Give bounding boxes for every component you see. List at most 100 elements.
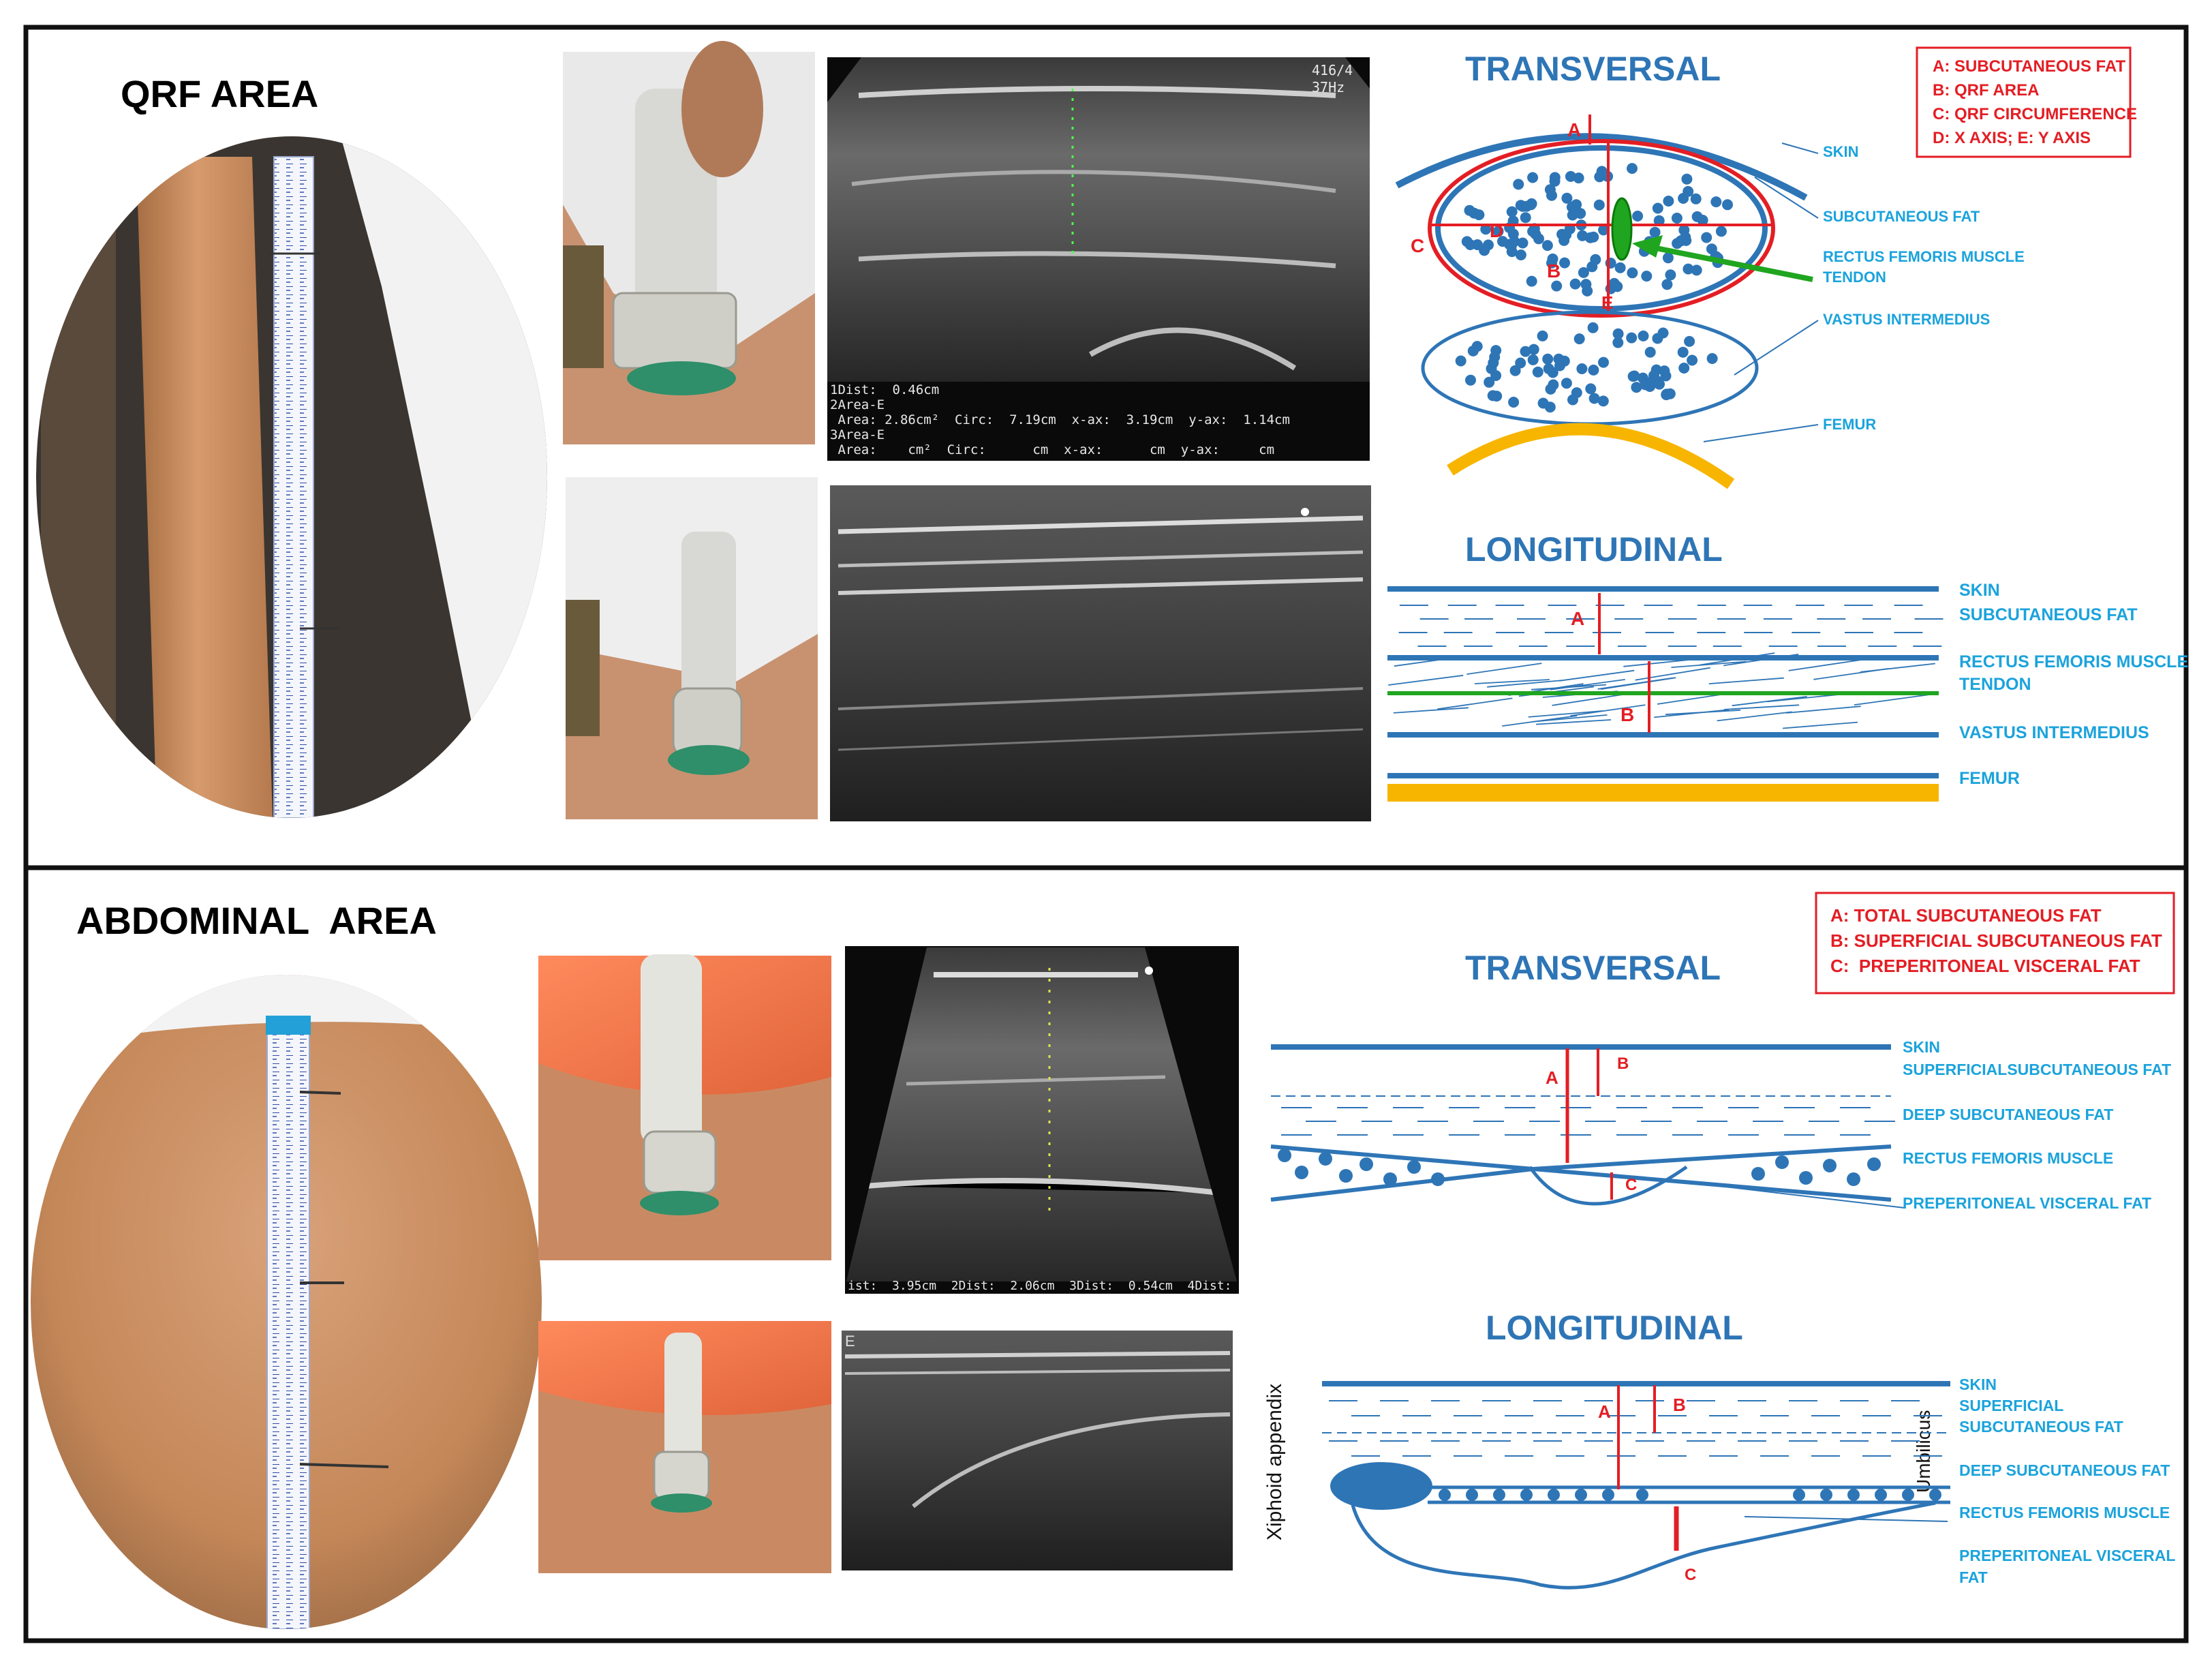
qrf-long-marker-a: A xyxy=(1571,608,1584,629)
schematic-dot xyxy=(1543,363,1554,374)
schematic-line xyxy=(1487,680,1563,688)
schematic-dot xyxy=(1561,192,1573,204)
abd-label-rectus: RECTUS FEMORIS MUSCLE xyxy=(1903,1149,2113,1167)
qrf-long-label-femur: FEMUR xyxy=(1959,769,2020,788)
schematic-dot xyxy=(1517,237,1529,249)
schematic-dot xyxy=(1680,231,1691,243)
schematic-dot xyxy=(1319,1152,1332,1166)
schematic-dot xyxy=(1654,378,1665,390)
qrf-long-label-tendon: TENDON xyxy=(1959,675,2031,694)
schematic-dot xyxy=(1577,230,1588,241)
xiphoid-oval xyxy=(1330,1462,1432,1510)
svg-text:37Hz: 37Hz xyxy=(1312,79,1345,95)
xiphoid-label: Xiphoid appendix xyxy=(1263,1384,1286,1540)
skin-arc xyxy=(1395,133,1808,201)
schematic-dot xyxy=(1799,1171,1813,1185)
schematic-dot xyxy=(1528,344,1539,355)
abd-long-rectus-dots xyxy=(1439,1489,1941,1501)
schematic-dot xyxy=(1632,211,1644,222)
abd-legend-a: A: TOTAL SUBCUTANEOUS FAT xyxy=(1830,905,2102,926)
schematic-dot xyxy=(1690,193,1702,204)
schematic-line xyxy=(1394,655,1470,667)
qrf-label-rectus: RECTUS FEMORIS MUSCLE xyxy=(1823,248,2025,265)
schematic-dot xyxy=(1278,1149,1291,1162)
abdomen-photo xyxy=(31,975,542,1629)
schematic-dot xyxy=(1644,346,1656,358)
schematic-dot xyxy=(1598,224,1610,236)
abdominal-longitudinal-diagram: LONGITUDINAL Xiphoid appendix Umbilicus … xyxy=(1263,1309,2175,1590)
schematic-dot xyxy=(1612,337,1624,348)
schematic-dot xyxy=(1339,1169,1353,1183)
abd-marker-c: C xyxy=(1625,1176,1637,1194)
schematic-dot xyxy=(1567,209,1578,221)
schematic-dot xyxy=(1549,172,1561,183)
qrf-legend-de: D: X AXIS; E: Y AXIS xyxy=(1933,129,2091,147)
schematic-dot xyxy=(1467,345,1479,356)
qrf-long-label-skin: SKIN xyxy=(1959,581,2000,600)
schematic-dot xyxy=(1561,229,1572,241)
outer-border xyxy=(23,25,2189,1643)
qrf-marker-d: D xyxy=(1490,220,1503,241)
schematic-dot xyxy=(1484,376,1495,388)
umbilicus-label: Umbilicus xyxy=(1913,1410,1934,1493)
femur-band xyxy=(1387,784,1939,802)
schematic-dot xyxy=(1706,353,1718,364)
schematic-dot xyxy=(1684,335,1695,347)
schematic-dot xyxy=(1360,1157,1373,1171)
abdominal-title: ABDOMINAL AREA xyxy=(76,899,437,942)
schematic-line xyxy=(1393,707,1469,714)
muscle-fibers xyxy=(1388,652,1936,729)
abd-long-label-prep2: FAT xyxy=(1959,1568,1988,1586)
schematic-dot xyxy=(1576,363,1588,374)
schematic-line xyxy=(1788,658,1864,671)
ultrasound-qrf-longitudinal xyxy=(830,485,1371,821)
schematic-dot xyxy=(1455,355,1466,367)
schematic-line xyxy=(1708,677,1784,684)
ultrasound-qrf-transversal: 416/4 37Hz 1Dist: 0.46cm 2Area-E Area: 2… xyxy=(827,57,1370,461)
us-readout-1: 1Dist: 0.46cm xyxy=(830,382,939,397)
abd-long-marker-c: C xyxy=(1685,1566,1696,1584)
schematic-line xyxy=(1388,674,1464,686)
qrf-transversal-diagram: TRANSVERSAL A: SUBCUTANEOUS FAT B: QRF A… xyxy=(1395,46,2137,489)
schematic-dot xyxy=(1847,1489,1860,1501)
schematic-dot xyxy=(1593,199,1605,211)
schematic-line xyxy=(1532,714,1608,723)
qrf-marker-e: E xyxy=(1601,292,1613,313)
schematic-dot xyxy=(1678,193,1689,204)
abd-long-label-deep: DEEP SUBCUTANEOUS FAT xyxy=(1959,1461,2170,1479)
us-long-glyph: E xyxy=(845,1333,855,1350)
qrf-longitudinal-title: LONGITUDINAL xyxy=(1465,530,1723,568)
schematic-line xyxy=(1437,697,1513,710)
schematic-dot xyxy=(1573,172,1584,184)
schematic-dot xyxy=(1627,267,1638,279)
schematic-dot xyxy=(1575,1489,1587,1501)
us-readout-2: 2Area-E xyxy=(830,397,885,412)
schematic-dot xyxy=(1513,179,1524,190)
schematic-dot xyxy=(1483,239,1494,251)
schematic-dot xyxy=(1545,383,1556,395)
schematic-line xyxy=(1552,693,1627,706)
schematic-dot xyxy=(1683,263,1694,275)
schematic-dot xyxy=(1569,278,1581,290)
schematic-dot xyxy=(1649,226,1661,238)
schematic-line xyxy=(1723,654,1799,667)
schematic-dot xyxy=(1551,280,1563,292)
schematic-dot xyxy=(1597,395,1609,407)
abd-transversal-title: TRANSVERSAL xyxy=(1465,949,1721,987)
abd-label-superficial: SUPERFICIALSUBCUTANEOUS FAT xyxy=(1903,1061,2171,1078)
schematic-dot xyxy=(1490,345,1502,356)
schematic-dot xyxy=(1571,199,1582,211)
us-readout-3: Area: 2.86cm² Circ: 7.19cm x-ax: 3.19cm … xyxy=(830,412,1290,427)
schematic-dot xyxy=(1653,215,1665,226)
schematic-line xyxy=(1724,704,1800,710)
abd-long-label-rectus: RECTUS FEMORIS MUSCLE xyxy=(1959,1504,2170,1521)
abd-legend-b: B: SUPERFICIAL SUBCUTANEOUS FAT xyxy=(1830,930,2162,951)
schematic-dot xyxy=(1701,232,1712,243)
schematic-dot xyxy=(1546,257,1557,269)
schematic-dot xyxy=(1751,1167,1765,1181)
abd-legend-box xyxy=(1815,892,2175,995)
qrf-label-femur: FEMUR xyxy=(1823,416,1876,433)
schematic-dot xyxy=(1626,332,1638,344)
abd-label-preperitoneal: PREPERITONEAL VISCERAL FAT xyxy=(1903,1194,2151,1212)
